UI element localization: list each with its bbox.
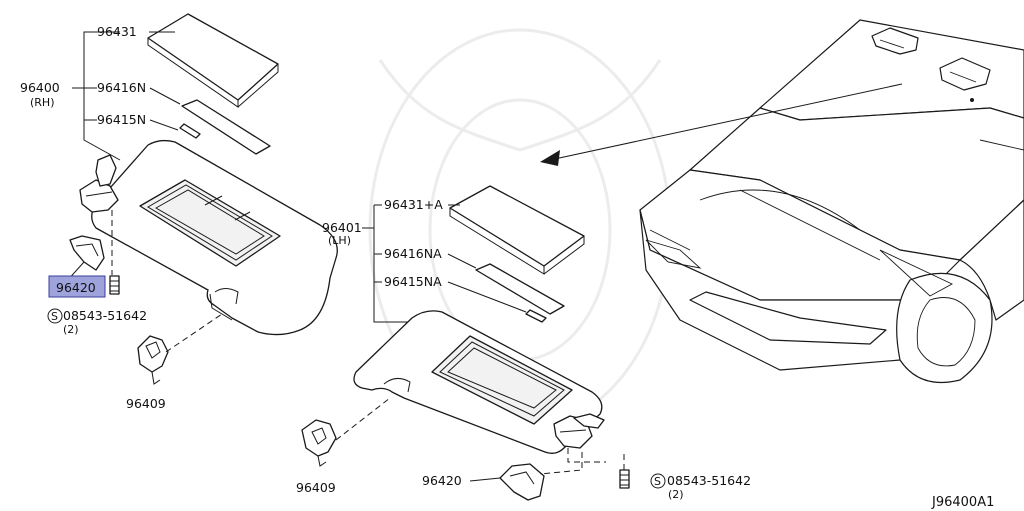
car-interior-visors (871, 27, 991, 102)
label-08543-lh: 08543-51642 (667, 473, 751, 488)
part-96409-visor-holder-lh[interactable] (301, 419, 337, 467)
label-96416N: 96416N (97, 80, 146, 95)
lh-vanity-mirror-frame[interactable] (431, 335, 573, 425)
lh-visor-hinge[interactable] (553, 413, 605, 449)
label-96415NA: 96415NA (384, 274, 442, 289)
screw-rh[interactable] (109, 275, 120, 295)
label-96400-rh: (RH) (30, 96, 55, 109)
label-96420-lh: 96420 (422, 473, 462, 488)
label-96401: 96401 (322, 220, 362, 235)
label-96431: 96431 (97, 24, 137, 39)
screw-symbol-rh: S (47, 308, 63, 324)
diagram-reference-code: J96400A1 (931, 495, 994, 510)
part-96416N-mirror-strip[interactable] (181, 99, 271, 155)
screw-lh[interactable] (619, 469, 630, 489)
part-96420-hinge-cover-lh[interactable] (499, 463, 545, 501)
rh-holder-dashed-guide (165, 313, 223, 353)
lh-leader-bracket (362, 204, 527, 323)
label-96409-lh: 96409 (296, 480, 336, 495)
rh-vanity-mirror-frame[interactable] (139, 179, 281, 267)
label-96401-lh: (LH) (328, 234, 351, 247)
label-96431A: 96431+A (384, 197, 443, 212)
label-96416NA: 96416NA (384, 246, 442, 261)
pointer-arrow (540, 83, 903, 166)
part-96409-visor-holder-rh[interactable] (137, 335, 169, 385)
label-08543-rh-qty: (2) (63, 323, 79, 336)
svg-text:S: S (654, 475, 661, 488)
car-front-view (639, 19, 1024, 384)
part-96431A-mirror-cover-lh[interactable] (449, 185, 585, 275)
label-96409-rh: 96409 (126, 396, 166, 411)
highlight-96420[interactable] (48, 275, 106, 298)
part-96420-hinge-cover-rh[interactable] (69, 235, 105, 271)
label-96420-highlighted: 96420 (56, 280, 96, 295)
leader-96420-lh (469, 477, 501, 482)
part-96415NA-clip-lh[interactable] (525, 309, 547, 323)
lh-holder-dashed-guide (335, 397, 391, 441)
label-08543-lh-qty: (2) (668, 488, 684, 501)
lh-dashed-guide (539, 448, 606, 475)
part-96416NA-mirror-strip-lh[interactable] (475, 263, 565, 315)
rh-leader-bracket (72, 31, 181, 161)
label-96400: 96400 (20, 80, 60, 95)
part-96415N-clip[interactable] (179, 123, 201, 139)
svg-text:S: S (51, 310, 58, 323)
screw-symbol-lh: S (650, 473, 666, 489)
rh-visor-hinge[interactable] (79, 154, 119, 213)
label-08543-rh: 08543-51642 (63, 308, 147, 323)
part-96431-mirror-cover[interactable] (147, 13, 279, 108)
label-96415N: 96415N (97, 112, 146, 127)
